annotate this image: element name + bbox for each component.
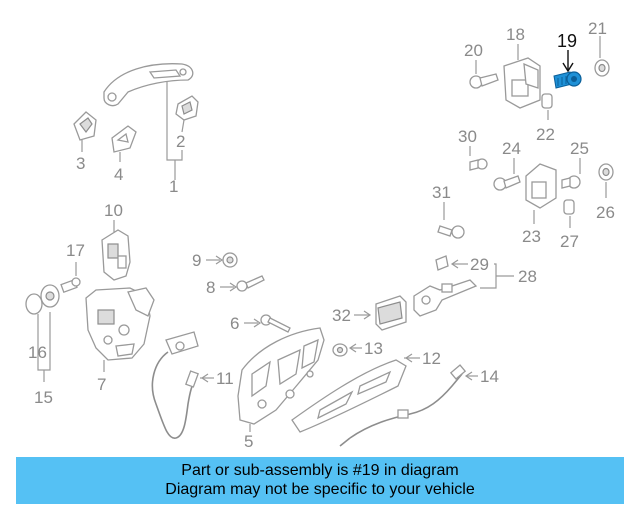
bushing-27 <box>563 199 575 215</box>
callout-19: 19 <box>557 31 577 51</box>
bolt-24 <box>493 175 521 191</box>
door-check-32 <box>375 295 407 331</box>
callout-28: 28 <box>518 267 537 286</box>
callout-9: 9 <box>192 251 201 270</box>
callout-4: 4 <box>114 165 123 184</box>
callout-5: 5 <box>244 432 253 451</box>
hinge-bolt-19 <box>553 71 582 89</box>
callout-29: 29 <box>470 255 489 274</box>
callout-26: 26 <box>596 203 615 222</box>
callout-21: 21 <box>588 19 607 38</box>
callout-17: 17 <box>66 241 85 260</box>
grommet-13 <box>332 343 348 357</box>
door-check-strap <box>413 255 478 317</box>
banner-line-1: Part or sub-assembly is #19 in diagram <box>181 462 459 479</box>
callout-22: 22 <box>536 125 555 144</box>
callout-30: 30 <box>458 127 477 146</box>
washer-21 <box>594 59 610 77</box>
screw-8 <box>236 275 265 292</box>
bolt-30 <box>469 158 488 171</box>
washer-26 <box>598 163 614 181</box>
callout-12: 12 <box>422 349 441 368</box>
callout-13: 13 <box>364 339 383 358</box>
callout-25: 25 <box>570 139 589 158</box>
door-module-carrier <box>237 327 325 425</box>
callout-20: 20 <box>464 41 483 60</box>
callout-6: 6 <box>230 314 239 333</box>
door-latch <box>85 287 155 361</box>
callout-23: 23 <box>522 227 541 246</box>
callout-3: 3 <box>76 154 85 173</box>
outside-door-handle <box>103 63 194 107</box>
banner-line-2: Diagram may not be specific to your vehi… <box>165 481 475 498</box>
callout-10: 10 <box>104 201 123 220</box>
callout-31: 31 <box>432 183 451 202</box>
callout-15: 15 <box>34 388 53 407</box>
callout-1: 1 <box>169 177 178 196</box>
info-banner: Part or sub-assembly is #19 in diagram D… <box>16 457 624 504</box>
handle-gasket <box>111 125 137 153</box>
callout-16: 16 <box>28 343 47 362</box>
callout-7: 7 <box>97 375 106 394</box>
callout-14: 14 <box>480 367 499 386</box>
trim-panel-12 <box>291 359 407 433</box>
callout-18: 18 <box>506 25 525 44</box>
handle-bracket <box>101 229 131 281</box>
lock-rod-14 <box>339 364 467 447</box>
nut-9 <box>222 252 238 268</box>
upper-hinge <box>503 57 541 109</box>
release-cable <box>151 331 199 439</box>
callout-11: 11 <box>216 369 234 388</box>
lock-cylinder-set <box>25 277 81 315</box>
callout-32: 32 <box>332 306 351 325</box>
bolt-31 <box>437 225 465 239</box>
handle-cover <box>73 111 97 141</box>
bolt-25 <box>561 175 581 189</box>
callout-27: 27 <box>560 232 579 251</box>
callout-8: 8 <box>206 278 215 297</box>
callout-2: 2 <box>176 132 185 151</box>
handle-cap <box>175 95 199 121</box>
callout-24: 24 <box>502 139 521 158</box>
bushing-22 <box>541 93 553 109</box>
bolt-20 <box>469 73 499 89</box>
lower-hinge <box>525 163 557 209</box>
screw-6 <box>260 314 291 333</box>
